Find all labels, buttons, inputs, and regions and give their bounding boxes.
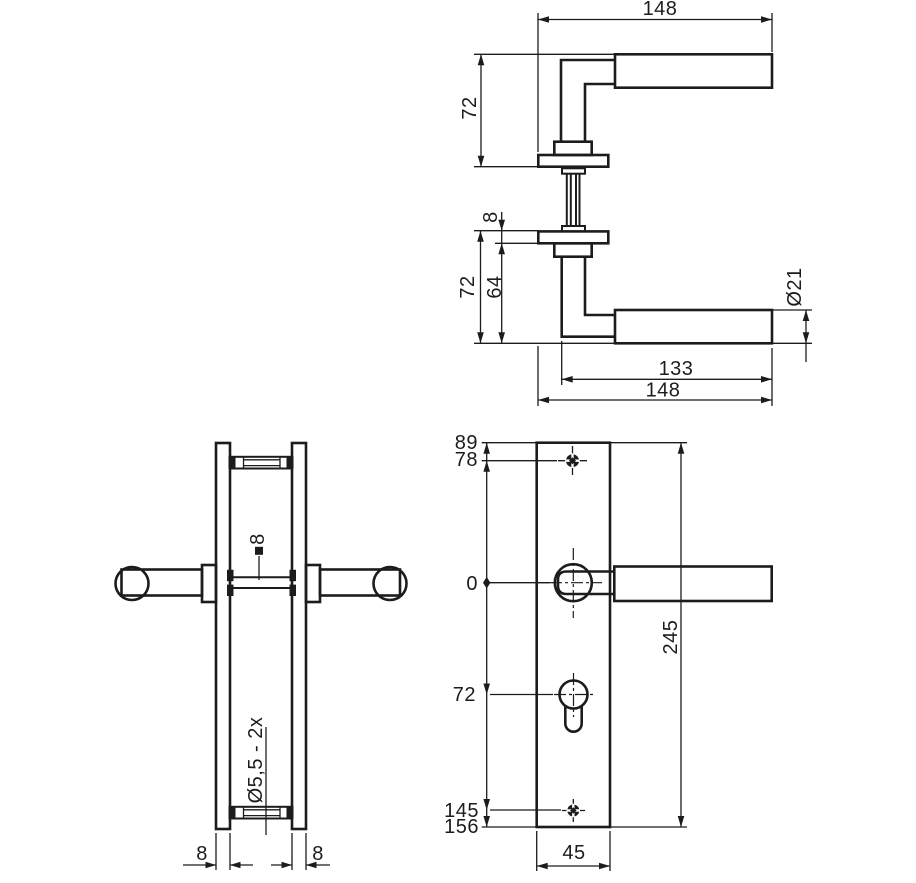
dim-upper-height: 72 [459, 53, 614, 168]
dim-156-label: 156 [444, 816, 479, 838]
lower-collar [552, 242, 593, 259]
backplate-side-view: 8 Ø5,5 - 2x 8 8 [114, 441, 408, 870]
spindle-through [227, 569, 296, 596]
note-spindle-square: 8 [247, 533, 269, 580]
spindle-shaft [561, 167, 586, 233]
dim-8-left-label: 8 [196, 843, 208, 865]
dim-245-label: 245 [660, 620, 682, 655]
bottom-screw [562, 799, 585, 822]
backplate-outline [535, 441, 612, 829]
dim-89-label: 89 [455, 432, 478, 454]
dim-d21-label: Ø21 [784, 267, 806, 306]
dim-total-length-top: 148 [537, 0, 773, 152]
dim-45-label: 45 [562, 842, 585, 864]
bottom-bolt [228, 805, 294, 820]
dim-rose-thickness: 8 72 64 [457, 211, 615, 344]
note-d55-label: Ø5,5 - 2x [245, 717, 267, 804]
lower-rose [536, 230, 610, 245]
left-grip-end [114, 565, 150, 602]
left-handle-stub [114, 563, 218, 604]
square-symbol [255, 546, 263, 555]
dim-ordinate-column: 89 78 0 72 145 156 [444, 432, 561, 838]
right-handle-stub [304, 563, 408, 604]
lower-grip-outline [613, 308, 774, 345]
dim-133-label: 133 [659, 358, 694, 380]
dim-72-upper-label: 72 [459, 96, 481, 119]
dim-78-label: 78 [455, 449, 478, 471]
right-plate [290, 441, 308, 831]
dim-8-rose-label: 8 [480, 211, 502, 223]
lower-neck-outline [560, 256, 614, 338]
dim-grip-length: 133 148 [537, 341, 773, 406]
dim-64-label: 64 [484, 275, 506, 298]
dim-plate-thickness: 8 8 [183, 833, 330, 870]
top-bolt [228, 455, 294, 470]
upper-rose [536, 153, 610, 168]
upper-collar [552, 140, 593, 157]
backplate-front-view: 89 78 0 72 145 156 245 45 [444, 432, 773, 871]
note-screw-holes: Ø5,5 - 2x [245, 717, 267, 835]
dim-145-label: 145 [444, 800, 479, 822]
upper-neck-outline [559, 58, 614, 142]
dim-8-right-label: 8 [312, 843, 324, 865]
right-grip-end [372, 565, 408, 602]
dim-148-top-label: 148 [643, 0, 678, 20]
upper-grip-outline [613, 52, 774, 90]
dim-grip-diameter: Ø21 [772, 267, 812, 362]
note-8-square-label: 8 [247, 533, 269, 545]
dim-72-cyl-label: 72 [453, 684, 476, 706]
lever-side-view: 148 72 8 72 64 Ø21 [457, 0, 812, 406]
top-screw [558, 446, 587, 475]
left-plate [214, 441, 232, 831]
dim-plate-width: 45 [536, 831, 611, 871]
handle-front [550, 548, 773, 618]
grip-front [612, 565, 773, 603]
dim-plate-height: 245 [610, 442, 687, 828]
dim-72-lower-label: 72 [457, 275, 479, 298]
cylinder-hole [554, 673, 596, 733]
dim-0-label: 0 [466, 573, 478, 595]
dim-148-bottom-label: 148 [646, 380, 681, 402]
